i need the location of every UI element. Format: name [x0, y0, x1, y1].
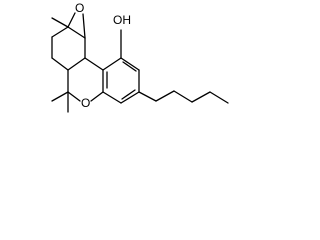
double-bond-inner: [121, 89, 136, 100]
bond: [120, 57, 140, 71]
bond: [120, 91, 140, 104]
bond: [102, 91, 122, 104]
bond: [173, 90, 193, 103]
bond: [51, 26, 69, 38]
bond: [90, 91, 104, 102]
bond: [67, 57, 86, 71]
bond: [209, 91, 229, 104]
double-bond-inner: [122, 61, 137, 72]
pentyl-chain: [138, 90, 229, 104]
aromatic-ring: [102, 57, 140, 104]
epoxide-oxygen-label: O: [75, 1, 84, 15]
cyclohexane-ring: [51, 26, 86, 71]
bond: [67, 91, 81, 102]
ring-oxygen-label: O: [81, 96, 90, 110]
molecular-structure-diagram: OH O O: [51, 1, 229, 113]
methyl-bond: [51, 17, 69, 28]
bond: [84, 57, 104, 71]
bond: [191, 91, 211, 103]
bond: [155, 90, 175, 102]
methyl-bond: [51, 91, 69, 102]
bond: [67, 12, 76, 28]
bond: [138, 91, 157, 102]
bond: [102, 57, 122, 71]
bond: [51, 57, 69, 71]
pyran-ring: [67, 57, 104, 102]
bond: [67, 26, 86, 39]
hydroxyl-label: OH: [113, 13, 131, 27]
bond: [82, 13, 86, 39]
epoxide-ring: [67, 12, 86, 39]
